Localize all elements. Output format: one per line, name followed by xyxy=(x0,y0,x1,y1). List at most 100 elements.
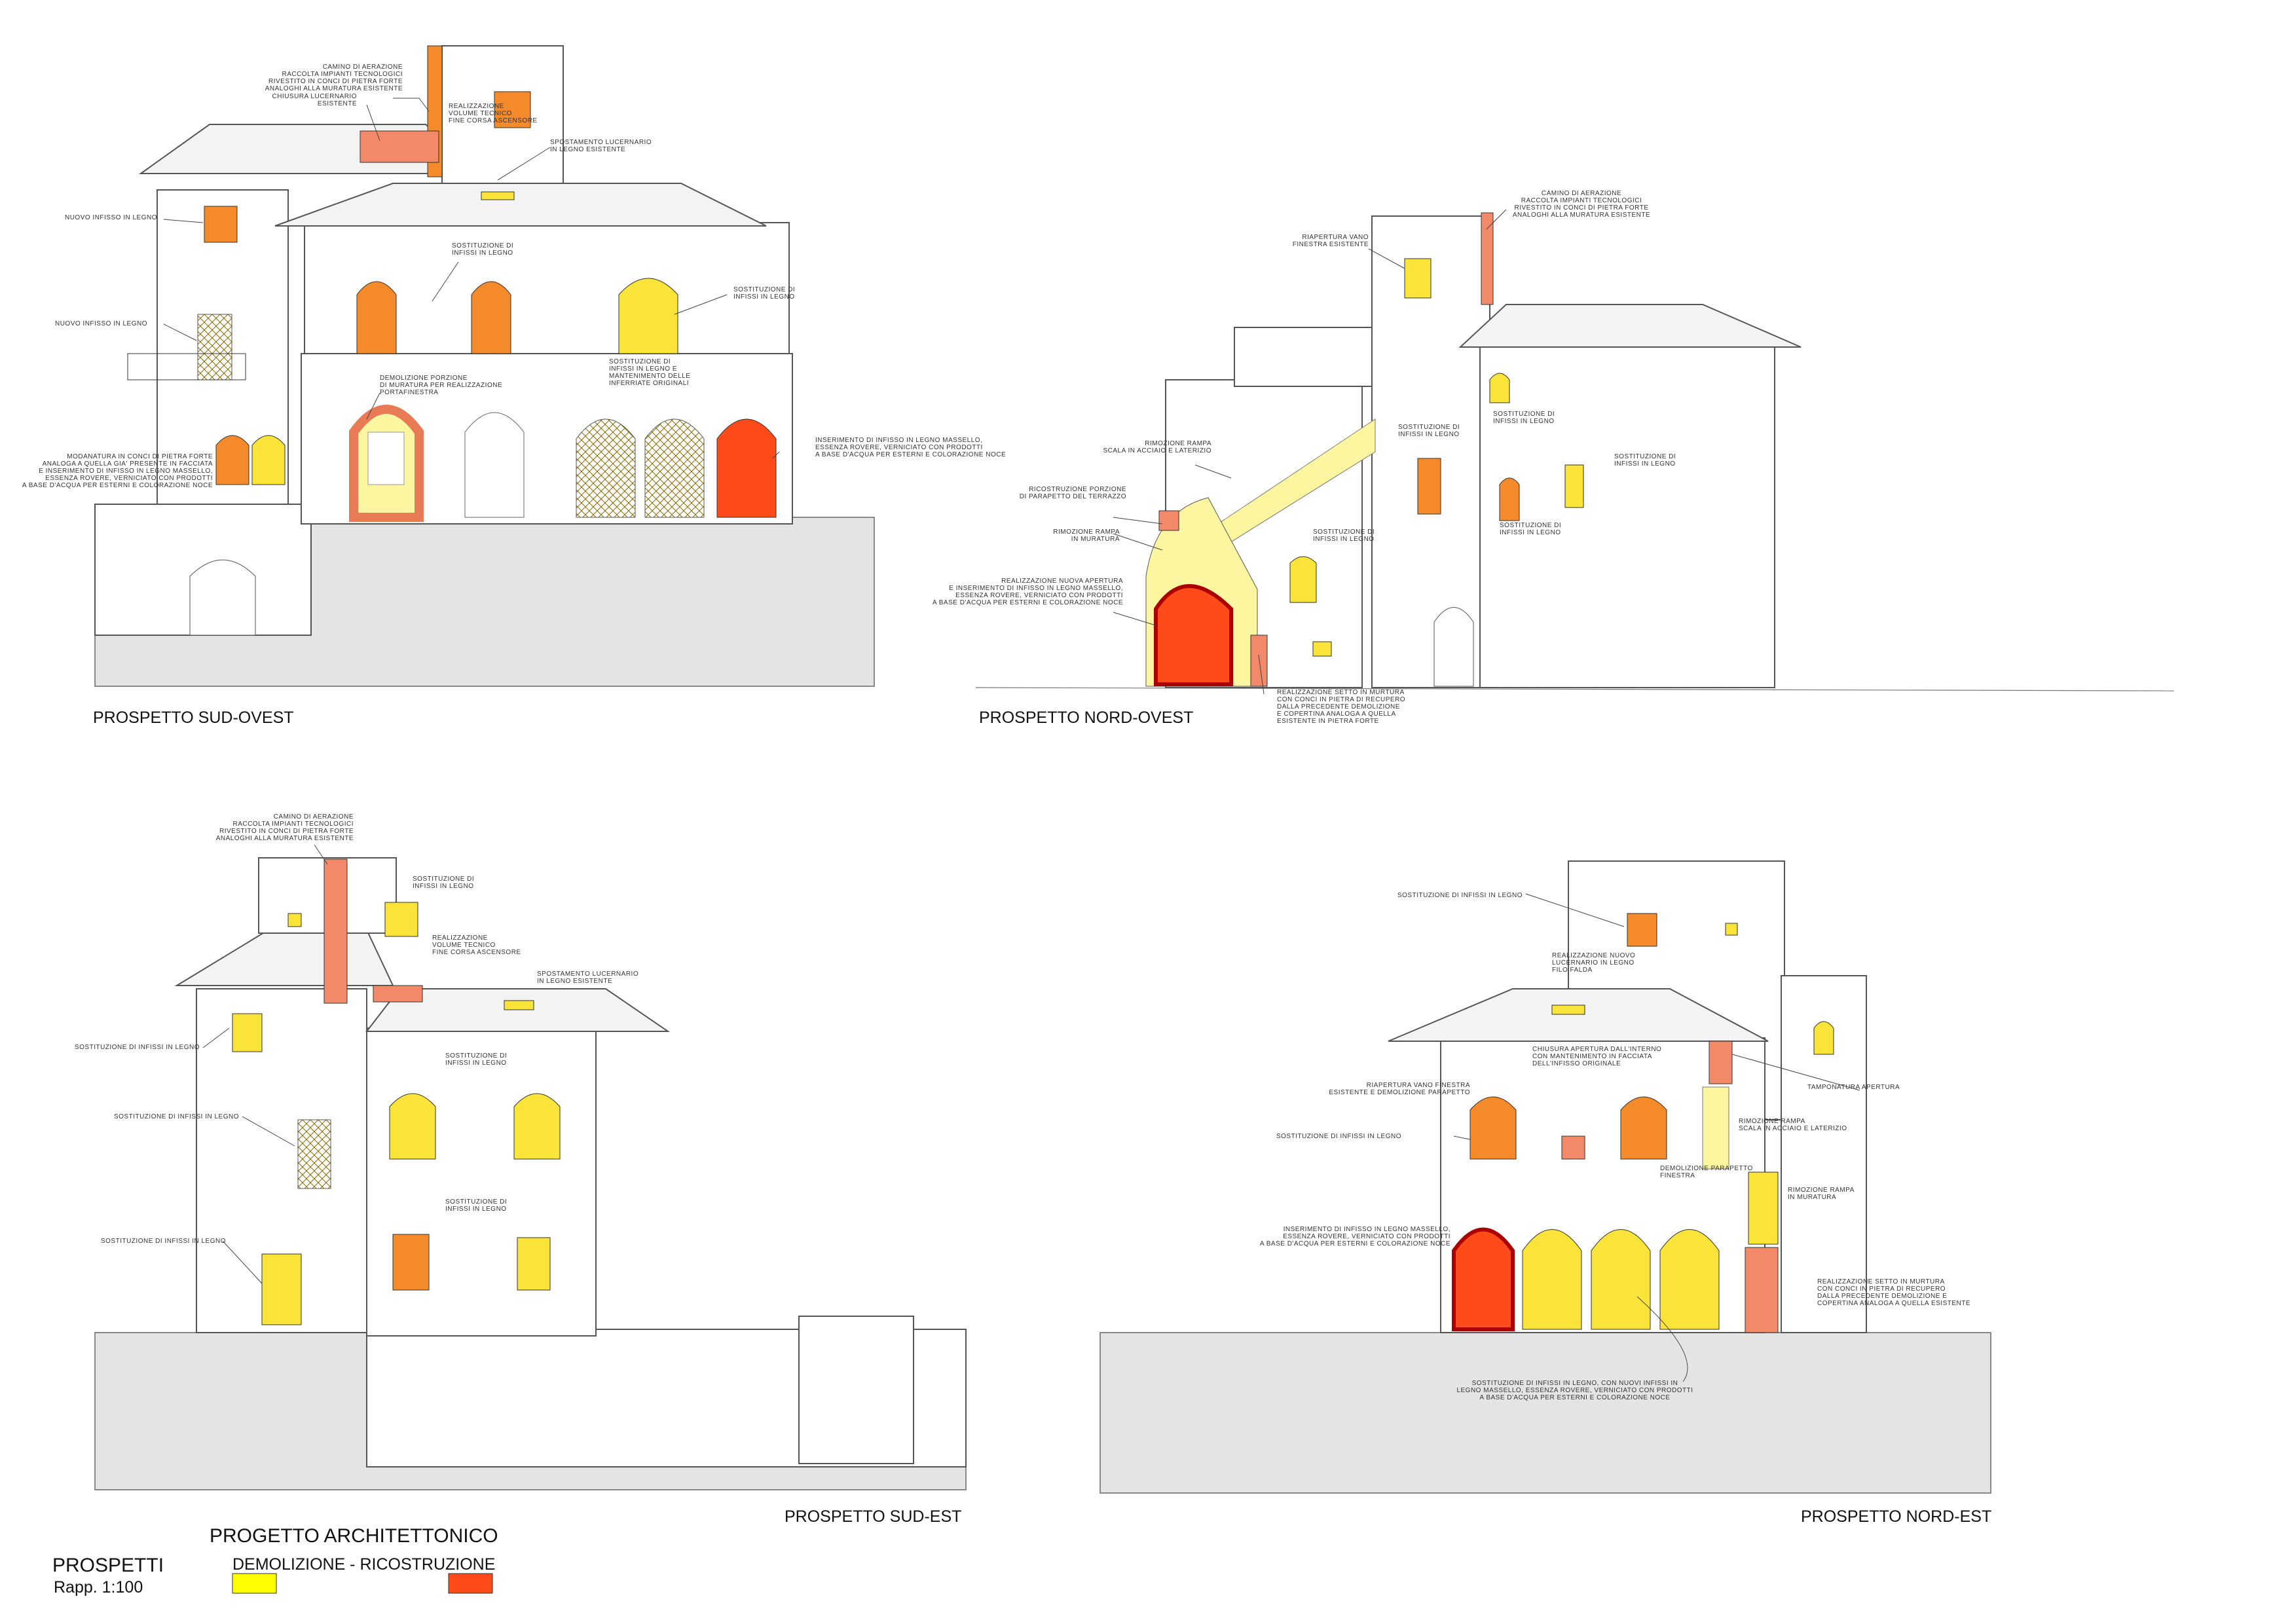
note-line: PORTAFINESTRA xyxy=(380,389,438,396)
se-window-yellow xyxy=(517,1237,551,1291)
arched-window-yellow xyxy=(251,435,286,485)
balcony-window xyxy=(197,314,232,380)
note-line: NUOVO INFISSO IN LEGNO xyxy=(65,214,157,221)
note-line: CON CONCI IN PIETRA DI RECUPERO xyxy=(1817,1285,1946,1293)
note-line: REALIZZAZIONE SETTO IN MURTURA xyxy=(1277,689,1405,696)
note-line: INFERRIATE ORIGINALI xyxy=(609,380,689,387)
legend-label: DEMOLIZIONE - RICOSTRUZIONE xyxy=(232,1555,495,1574)
note-line: SPOSTAMENTO LUCERNARIO xyxy=(537,970,638,978)
arched-window-orange xyxy=(215,435,250,485)
note-line: DELL'INFISSO ORIGINALE xyxy=(1532,1060,1621,1067)
note-line: RIAPERTURA VANO FINESTRA xyxy=(1367,1082,1470,1089)
note-line: SOSTITUZIONE DI xyxy=(1614,453,1676,460)
stair-se xyxy=(798,1316,914,1464)
no-win-3 xyxy=(1489,373,1510,403)
ne-arch-win-2 xyxy=(1620,1096,1667,1160)
reopened-window xyxy=(1404,258,1432,299)
note-line: SOSTITUZIONE DI INFISSI IN LEGNO xyxy=(1276,1133,1401,1140)
note-line: SCALA IN ACCIAIO E LATERIZIO xyxy=(1103,447,1211,454)
note-line: MODANATURA IN CONCI DI PIETRA FORTE xyxy=(67,453,213,460)
note-line: REALIZZAZIONE NUOVO xyxy=(1552,952,1635,959)
note-line: COPERTINA ANALOGA A QUELLA ESISTENTE xyxy=(1817,1300,1970,1307)
note-line: FINE CORSA ASCENSORE xyxy=(449,117,538,124)
note-line: INFISSI IN LEGNO E xyxy=(609,365,677,373)
note-ne-sost-bottom: SOSTITUZIONE DI INFISSI IN LEGNO, CON NU… xyxy=(1456,1380,1693,1401)
note-line: A BASE D'ACQUA PER ESTERNI E COLORAZIONE… xyxy=(1479,1394,1670,1401)
note-line: E COPERTINA ANALOGA A QUELLA xyxy=(1277,710,1396,718)
no-win-4 xyxy=(1564,464,1584,508)
new-opening-red xyxy=(1154,584,1233,686)
note-line: REALIZZAZIONE xyxy=(449,103,504,110)
ne-setto xyxy=(1745,1247,1779,1333)
note-line: INFISSI IN LEGNO xyxy=(413,883,474,890)
note-line: SOSTITUZIONE DI INFISSI IN LEGNO, CON NU… xyxy=(1472,1380,1678,1387)
crenellated-wall xyxy=(1234,327,1373,387)
ne-yellow-arch-2 xyxy=(1591,1229,1651,1330)
note-line: SOSTITUZIONE DI xyxy=(1398,424,1460,431)
note-line: IN MURATURA xyxy=(1788,1194,1836,1201)
se-arch-2 xyxy=(513,1093,561,1160)
right-block xyxy=(1479,340,1775,688)
note-ne-sost-top: SOSTITUZIONE DI INFISSI IN LEGNO xyxy=(1397,892,1523,899)
volume-window xyxy=(494,91,531,128)
first-floor-win-2 xyxy=(471,281,511,354)
note-line: INFISSI IN LEGNO xyxy=(1398,431,1460,438)
note-line: CHIUSURA APERTURA DALL'INTERNO xyxy=(1532,1046,1661,1053)
elevation-sud-ovest xyxy=(94,45,875,687)
note-line: REALIZZAZIONE NUOVA APERTURA xyxy=(1001,578,1123,585)
top-window-se xyxy=(384,902,418,937)
note-line: TAMPONATURA APERTURA xyxy=(1807,1084,1900,1091)
note-line: CHIUSURA LUCERNARIO xyxy=(272,93,357,100)
lucernario-se xyxy=(504,1000,534,1010)
note-line: INFISSI IN LEGNO xyxy=(1493,418,1555,425)
arch-yellow-2 xyxy=(644,418,705,518)
note-line: INFISSI IN LEGNO xyxy=(1500,529,1561,536)
note-line: ESISTENTE xyxy=(318,100,357,107)
note-line: ESISTENTE IN PIETRA FORTE xyxy=(1277,718,1379,725)
no-win-6 xyxy=(1312,641,1332,657)
note-line: RIMOZIONE RAMPA xyxy=(1788,1187,1855,1194)
tower-window-se xyxy=(232,1013,263,1052)
no-win-1 xyxy=(1417,458,1441,515)
scale-label: Rapp. 1:100 xyxy=(54,1578,143,1596)
note-line: SOSTITUZIONE DI xyxy=(413,876,474,883)
note-line: CAMINO DI AERAZIONE xyxy=(1542,190,1621,197)
elevation-nord-est xyxy=(1100,860,1991,1494)
legend-swatch-demolizione xyxy=(232,1573,277,1594)
portafinestra-void xyxy=(367,432,405,485)
right-roof xyxy=(1458,304,1802,348)
view-title-sud-ovest: PROSPETTO SUD-OVEST xyxy=(93,709,294,727)
elevation-sud-est xyxy=(94,857,967,1490)
balcony xyxy=(127,353,246,380)
cellar-arch xyxy=(189,559,256,636)
ne-side-window xyxy=(1813,1021,1834,1055)
ne-small-window xyxy=(1725,923,1738,936)
note-so-nuovo2: NUOVO INFISSO IN LEGNO xyxy=(55,320,147,327)
note-line: INFISSI IN LEGNO xyxy=(1614,460,1676,468)
note-line: ESSENZA ROVERE, VERNICIATO CON PRODOTTI xyxy=(1283,1233,1451,1240)
note-line: ESSENZA ROVERE, VERNICIATO CON PRODOTTI xyxy=(955,592,1123,599)
note-line: RIMOZIONE RAMPA xyxy=(1739,1118,1805,1125)
note-line: NUOVO INFISSO IN LEGNO xyxy=(55,320,147,327)
elevation-nord-ovest xyxy=(975,212,2175,692)
note-line: A BASE D'ACQUA PER ESTERNI E COLORAZIONE… xyxy=(933,599,1123,606)
note-se-sost-l2: SOSTITUZIONE DI INFISSI IN LEGNO xyxy=(114,1113,239,1120)
note-line: E INSERIMENTO DI INFISSO IN LEGNO MASSEL… xyxy=(39,468,213,475)
note-se-sost-l3: SOSTITUZIONE DI INFISSI IN LEGNO xyxy=(101,1238,226,1245)
